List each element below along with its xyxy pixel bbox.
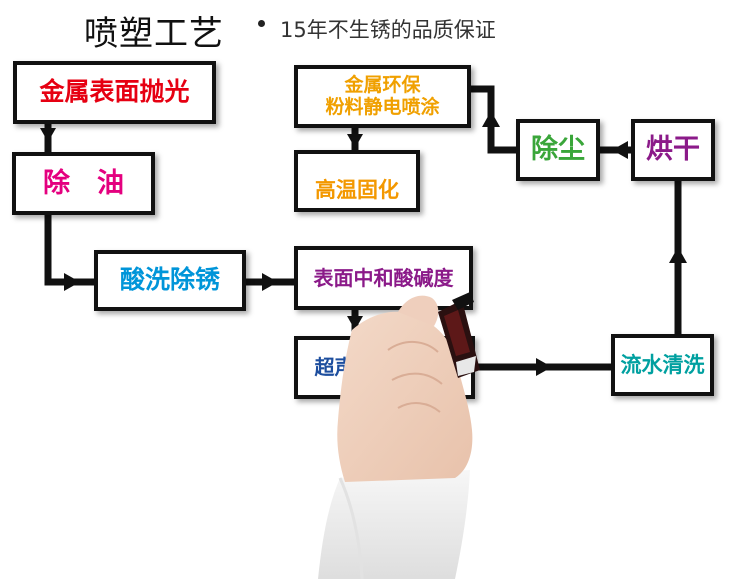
step-pickling-label: 酸洗除锈 <box>119 265 220 295</box>
step-dust: 除尘 <box>516 119 600 181</box>
arrow-dust-spray <box>482 111 500 127</box>
step-neutralize-label: 表面中和酸碱度 <box>313 265 454 290</box>
bullet-dot <box>258 20 265 27</box>
step-dry-label: 烘干 <box>646 134 700 166</box>
step-dust-label: 除尘 <box>531 134 585 166</box>
step-spray: 金属环保 粉料静电喷涂 <box>294 65 471 128</box>
step-polish: 金属表面抛光 <box>13 61 216 124</box>
arrow-neutralize-phosphate <box>347 316 363 330</box>
step-degrease-label: 除 油 <box>43 167 124 199</box>
step-neutralize: 表面中和酸碱度 <box>294 246 473 310</box>
arrow-pickling-neutralize <box>262 273 278 291</box>
step-polish-label: 金属表面抛光 <box>39 77 190 107</box>
step-dry: 烘干 <box>631 119 715 181</box>
step-spray-label: 金属环保 粉料静电喷涂 <box>325 73 440 118</box>
arrow-spray-cure <box>347 134 363 148</box>
step-rinse: 流水清洗 <box>611 334 714 396</box>
arrow-phosphate-rinse <box>536 358 552 376</box>
page-subtitle: 15年不生锈的品质保证 <box>280 18 496 42</box>
page-title: 喷塑工艺 <box>84 14 224 54</box>
step-cure-label: 高温固化 <box>315 177 399 202</box>
arrow-rinse-dry <box>669 247 687 263</box>
step-rinse-label: 流水清洗 <box>620 352 705 377</box>
arrow-polish-degrease <box>40 128 56 142</box>
step-degrease: 除 油 <box>12 152 155 215</box>
arrow-degrease-pickling <box>64 273 80 291</box>
step-pickling: 酸洗除锈 <box>94 250 246 311</box>
arrow-dry-dust <box>612 141 628 159</box>
step-cure: 高温固化 <box>294 150 420 212</box>
